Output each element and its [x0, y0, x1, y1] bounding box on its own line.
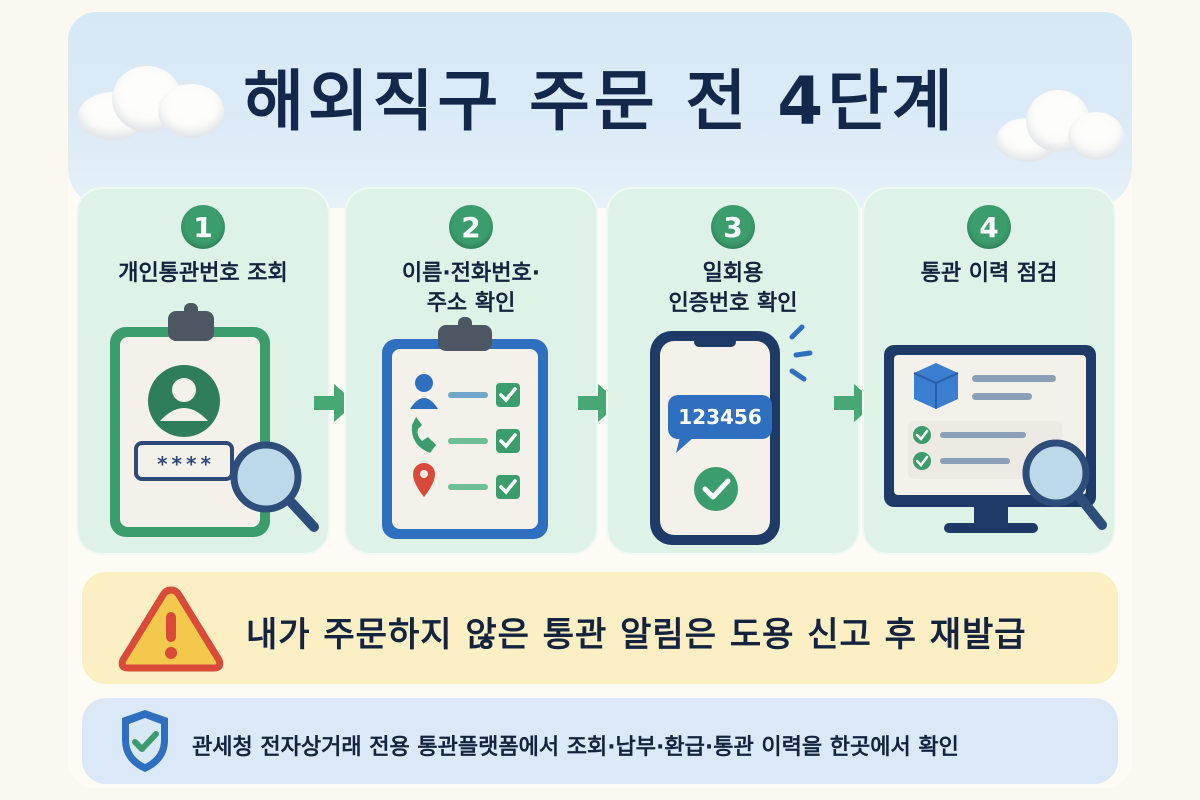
info-text: 관세청 전자상거래 전용 통관플랫폼에서 조회·납부·환급·통관 이력을 한곳에… — [192, 735, 959, 760]
check-circle-icon — [694, 467, 738, 511]
cloud-left-icon — [78, 62, 228, 142]
arrow-icon-2 — [578, 384, 620, 422]
step-panel-3: 3 일회용 인증번호 확인 123456 — [606, 187, 860, 555]
magnifier-icon — [230, 441, 319, 532]
warning-banner — [82, 572, 1118, 684]
password-mask: **** — [157, 452, 215, 476]
step-label-3-line2: 인증번호 확인 — [668, 291, 798, 316]
step4-illustration — [884, 345, 1107, 533]
shield-check-icon — [122, 710, 168, 772]
clipboard-icon — [382, 317, 548, 539]
signal-lines-icon — [789, 324, 813, 382]
check-icon — [913, 426, 931, 444]
step-number-1: 1 — [181, 205, 225, 249]
step2-illustration — [382, 317, 548, 539]
page-title: 해외직구 주문 전 4단계 — [243, 63, 957, 140]
arrow-icon-1 — [314, 384, 356, 422]
step-label-3: 일회용 인증번호 확인 — [606, 259, 860, 319]
step-number-4: 4 — [967, 205, 1011, 249]
step-label-3-line1: 일회용 — [702, 261, 764, 286]
package-box-icon — [913, 363, 959, 409]
location-pin-icon — [413, 463, 435, 497]
step-label-2-line1: 이름·전화번호· — [401, 261, 541, 286]
warning-triangle-icon — [118, 586, 224, 672]
step-number-3: 3 — [711, 205, 755, 249]
step-label-1: 개인통관번호 조회 — [118, 261, 288, 286]
step-number-2: 2 — [449, 205, 493, 249]
step-panel-2: 2 이름·전화번호· 주소 확인 — [344, 187, 598, 555]
person-icon — [410, 374, 438, 409]
step-label-2-line2: 주소 확인 — [426, 291, 516, 316]
check-icon — [496, 383, 520, 407]
step-label-2: 이름·전화번호· 주소 확인 — [344, 259, 598, 319]
step1-illustration — [110, 303, 319, 537]
message-bubble-icon — [668, 395, 772, 453]
phone-icon — [411, 417, 436, 453]
check-icon — [496, 429, 520, 453]
step3-illustration — [650, 324, 813, 545]
magnifier-icon — [1022, 439, 1107, 530]
step-label-4: 통관 이력 점검 — [920, 261, 1058, 286]
check-icon — [913, 452, 931, 470]
step-panel-4: 4 통관 이력 점검 — [862, 187, 1116, 555]
otp-code: 123456 — [678, 405, 762, 429]
arrow-icon-3 — [834, 384, 876, 422]
info-banner — [82, 698, 1118, 784]
check-icon — [496, 475, 520, 499]
warning-text: 내가 주문하지 않은 통관 알림은 도용 신고 후 재발급 — [246, 615, 1027, 655]
cloud-right-icon — [996, 88, 1126, 164]
password-field-icon — [134, 441, 234, 481]
header-sky — [68, 12, 1132, 208]
step-panel-1: 1 개인통관번호 조회 **** — [76, 187, 330, 555]
user-avatar-icon — [148, 365, 220, 437]
